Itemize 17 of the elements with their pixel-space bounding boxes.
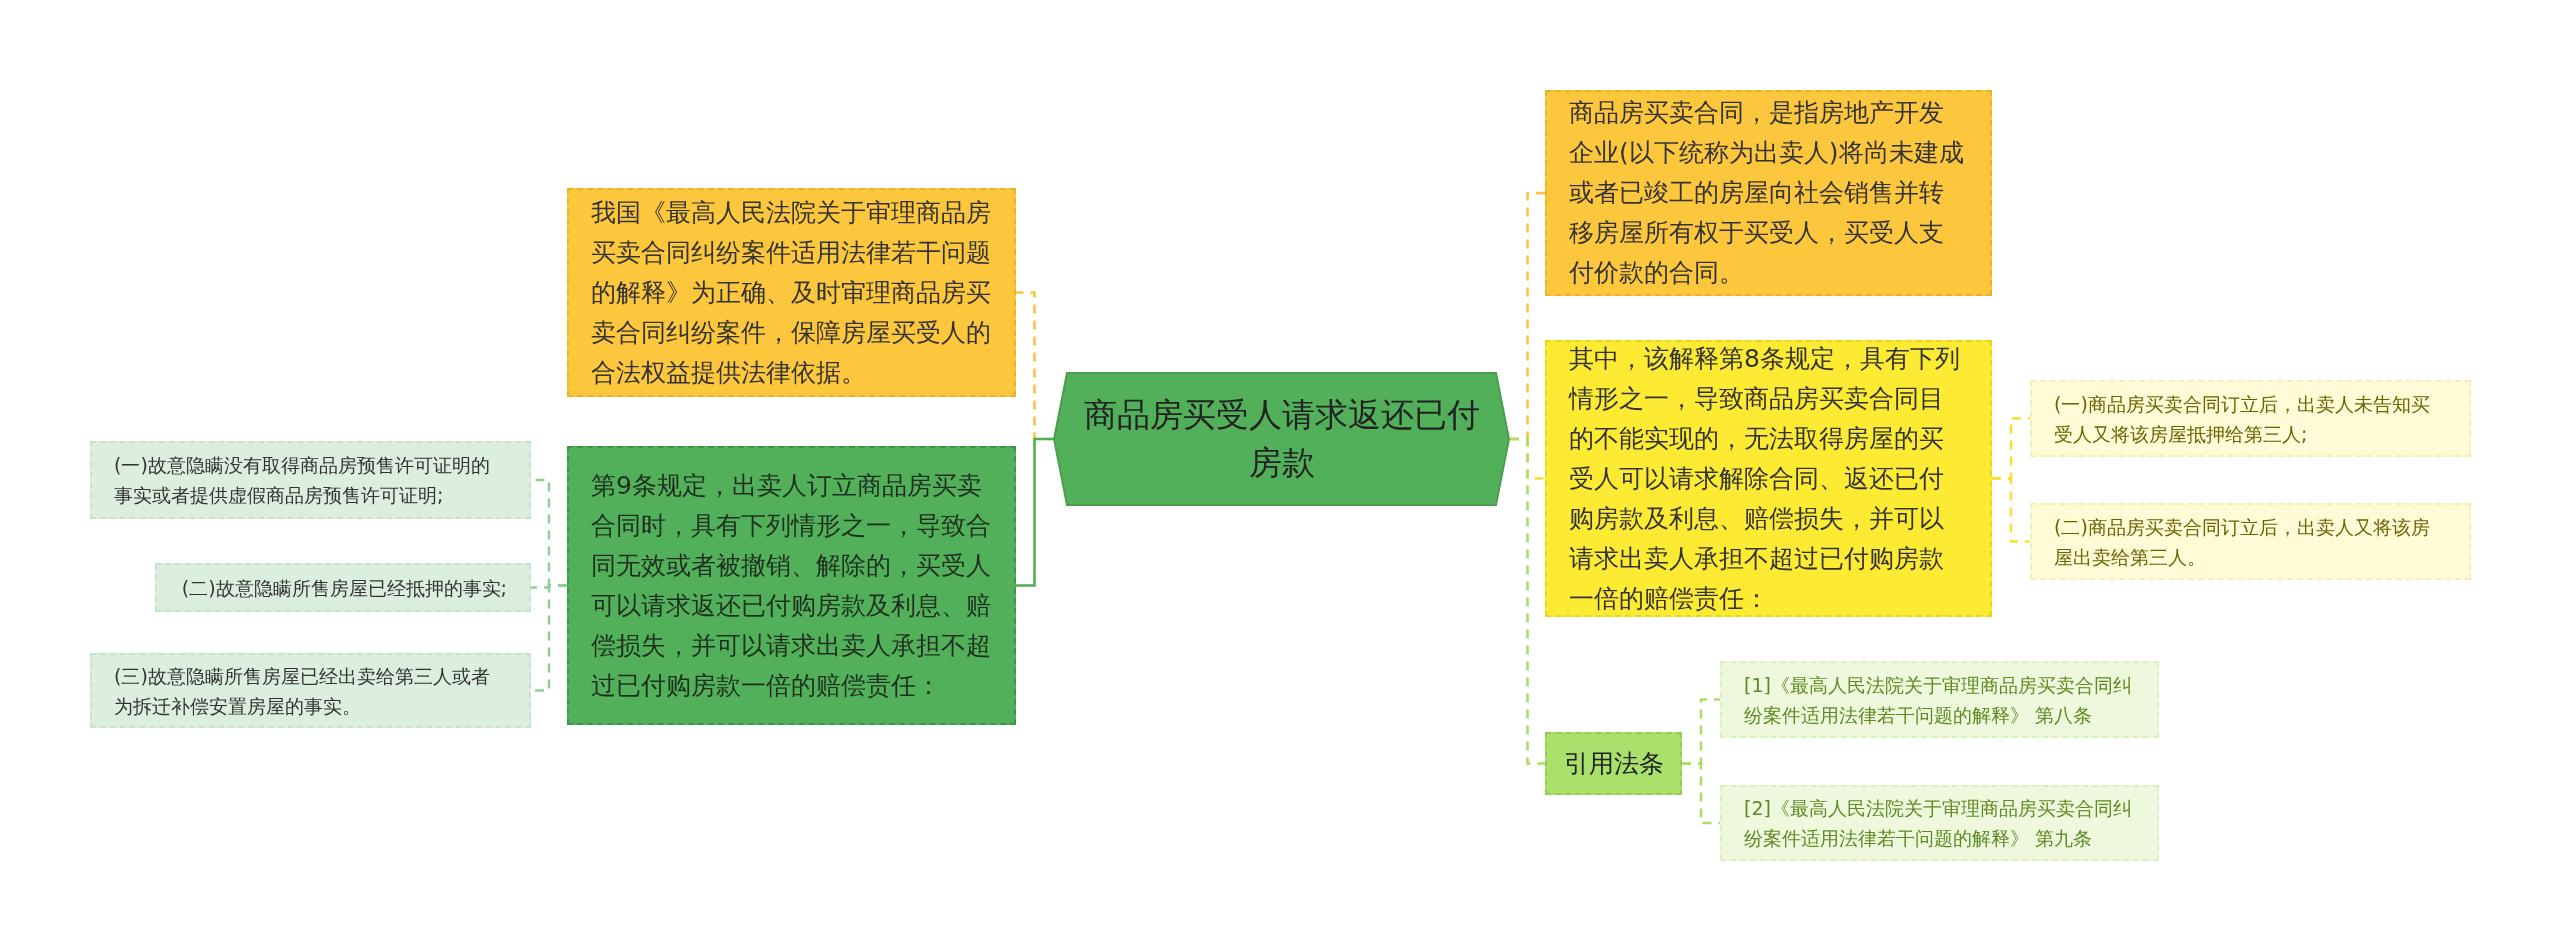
subtopic-box: (二)故意隐瞒所售房屋已经抵押的事实; [155, 563, 531, 612]
topic-box: 其中，该解释第8条规定，具有下列情形之一，导致商品房买卖合同目的不能实现的，无法取得房屋的买受人可以请求解除合同、返还已付购房款及利息、赔偿损失，并可以请求出卖人承担不超过已付购房款一倍的赔偿责任： [1545, 340, 1992, 617]
central-topic: 商品房买受人请求返还已付房款 [1053, 372, 1510, 506]
topic-box: 引用法条 [1545, 732, 1682, 795]
topic-box: 我国《最高人民法院关于审理商品房买卖合同纠纷案件适用法律若干问题的解释》为正确、及时审理商品房买卖合同纠纷案件，保障房屋买受人的合法权益提供法律依据。 [567, 188, 1016, 397]
connector-line [1016, 437, 1053, 587]
subtopic-box: (三)故意隐瞒所售房屋已经出卖给第三人或者为拆迁补偿安置房屋的事实。 [90, 653, 531, 728]
topic-box: 第9条规定，出卖人订立商品房买卖合同时，具有下列情形之一，导致合同无效或者被撤销、解除的，买受人可以请求返还已付购房款及利息、赔偿损失，并可以请求出卖人承担不超过已付购房款一倍的赔偿责任： [567, 446, 1016, 725]
reference-box: [2]《最高人民法院关于审理商品房买卖合同纠纷案件适用法律若干问题的解释》 第九条 [1720, 785, 2159, 861]
subtopic-box: (一)故意隐瞒没有取得商品房预售许可证明的事实或者提供虚假商品房预售许可证明; [90, 441, 531, 519]
topic-box: 商品房买卖合同，是指房地产开发企业(以下统称为出卖人)将尚未建成或者已竣工的房屋向社会销售并转移房屋所有权于买受人，买受人支付价款的合同。 [1545, 90, 1992, 296]
subtopic-box: (一)商品房买卖合同订立后，出卖人未告知买受人又将该房屋抵押给第三人; [2030, 380, 2471, 457]
connector-line [1510, 437, 1545, 765]
connector-line [1992, 477, 2030, 543]
reference-box: [1]《最高人民法院关于审理商品房买卖合同纠纷案件适用法律若干问题的解释》 第八条 [1720, 661, 2159, 738]
subtopic-box: (二)商品房买卖合同订立后，出卖人又将该房屋出卖给第三人。 [2030, 503, 2471, 580]
connector-line [1682, 762, 1720, 825]
